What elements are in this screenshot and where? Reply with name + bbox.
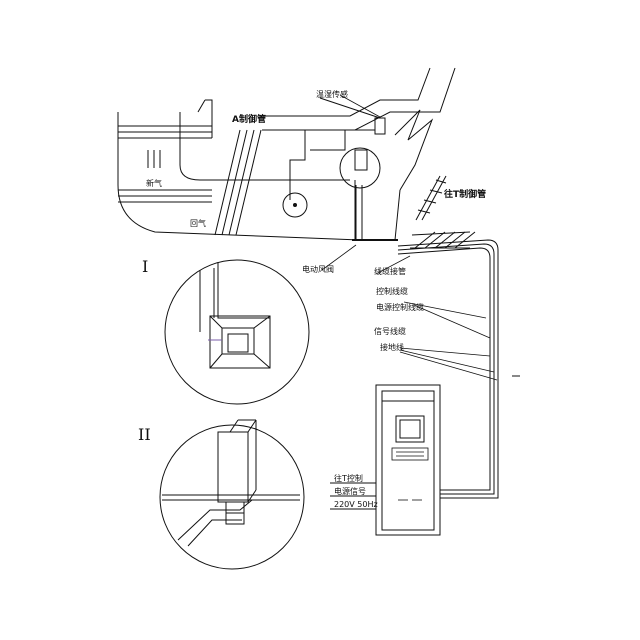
cable-label-1: 线缆接管	[374, 266, 406, 276]
cable-label-3: 电源控制线缆	[376, 302, 424, 312]
sensor-top-label: 温湿传感	[316, 89, 348, 99]
duct-b-label: 往T制御管	[444, 188, 486, 200]
control-panel	[330, 384, 441, 536]
leader-lines	[321, 94, 498, 381]
air-left-label: 新气	[146, 178, 162, 188]
air-bottom-label: 回气	[190, 218, 206, 228]
detail-circle-1	[164, 259, 310, 405]
detail-2-marker: II	[138, 425, 151, 444]
duct-assembly	[117, 67, 456, 241]
cable-bundle	[397, 239, 520, 499]
panel-input-label-3: 220V 50Hz	[334, 500, 378, 509]
detail-circle-2	[159, 419, 305, 570]
cable-label-4: 信号线缆	[374, 326, 406, 336]
duct-a-label: A制御管	[232, 113, 266, 125]
panel-input-label-2: 电源信号	[334, 486, 366, 496]
valve-label: 电动风阀	[302, 264, 334, 274]
cable-label-2: 控制线缆	[376, 286, 408, 296]
detail-1-marker: I	[142, 257, 148, 276]
cable-label-5: 接地线	[380, 342, 404, 352]
panel-input-label-1: 往T控制	[334, 473, 363, 483]
wall-hatch	[410, 175, 476, 249]
